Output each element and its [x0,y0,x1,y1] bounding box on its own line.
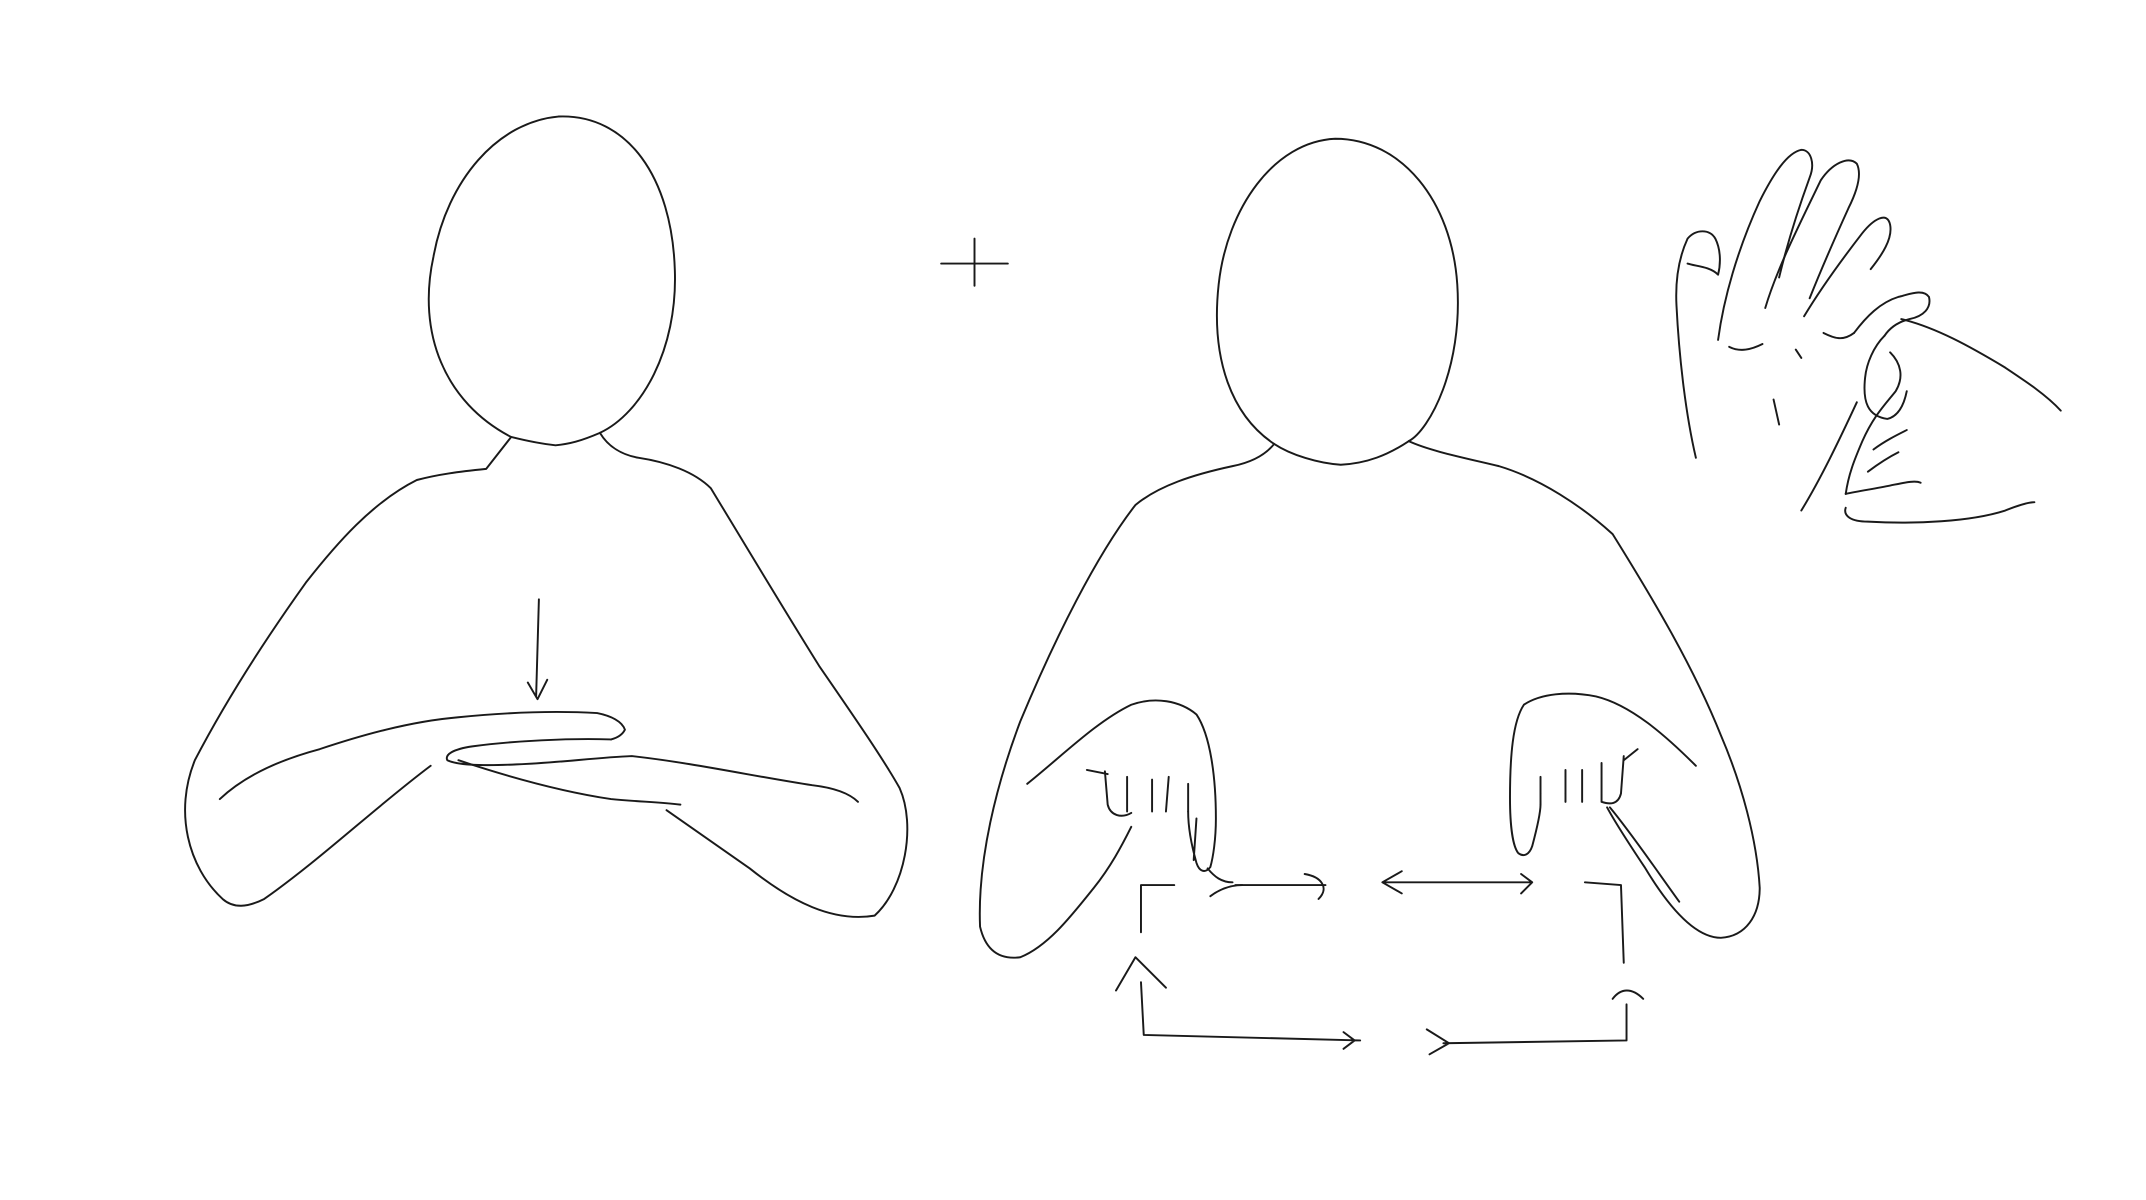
signer-2-left-torso [978,442,1276,959]
motion-top-left-tail [1209,884,1244,898]
plus-symbol [940,237,1009,287]
inset-pinch-hand-thumb [1863,334,1908,420]
signer-2-left-hand [1026,699,1217,872]
motion-bottom-left-segment [1140,981,1362,1050]
inset-flat-hand-finger-1 [1717,148,1814,341]
signer-1-head [427,115,676,447]
inset-flat-hand-lower [1800,331,1858,512]
signer-2-right-hand [1509,692,1697,856]
signer-2-left-fingers [1085,768,1190,817]
handshape-inset [1675,148,2062,524]
motion-left-top-corner [1140,884,1176,934]
signer-figure-1 [184,115,909,918]
motion-top-right-segment [1381,870,1534,895]
motion-top-left-segment [1234,873,1327,900]
motion-right-lower [1425,1003,1628,1056]
inset-pinch-hand-back [1900,318,2062,412]
signer-1-upper-hand [445,738,859,803]
signer-2-right-wrist [1608,806,1681,903]
motion-path [1115,870,1645,1056]
signer-1-contact-arrow [526,598,549,701]
inset-flat-hand-lines [1728,343,1803,426]
inset-flat-hand-palm [1675,230,1721,459]
inset-flat-hand-finger-3 [1803,216,1892,318]
signer-2-right-fingers [1539,748,1639,806]
signer-1-torso-outline [184,436,513,907]
inset-pinch-hand-curl [1844,351,1902,495]
inset-pinch-hand-base [1844,480,2036,524]
inset-flat-hand-finger-2 [1764,159,1860,309]
signer-2-right-torso [1407,440,1761,939]
inset-pinch-hand-index [1853,291,1931,337]
signer-1-lower-arm [218,710,626,801]
signer-1-hand-base [457,759,682,806]
motion-left-arrow-up [1115,956,1167,992]
inset-pinch-hand-knuckles [1866,429,1908,473]
signer-figure-2 [978,137,1761,1056]
signer-2-head [1215,137,1459,466]
signer-1-right-torso [598,431,909,918]
signer-2-left-wrist [1206,867,1234,884]
motion-right-segment [1583,881,1645,1000]
